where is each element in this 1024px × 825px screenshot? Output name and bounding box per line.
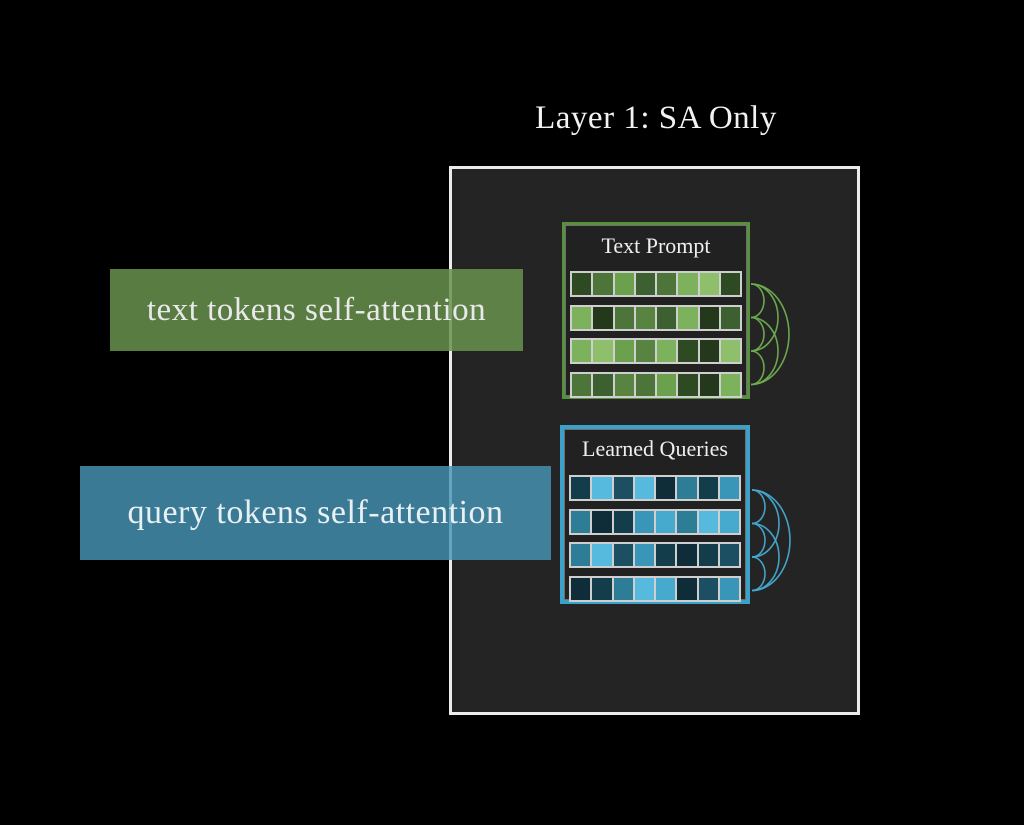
token-cell <box>572 373 592 396</box>
token-cell <box>678 373 698 396</box>
token-cell <box>698 577 718 600</box>
attention-arc <box>751 489 766 525</box>
token-cell <box>657 340 677 362</box>
attention-arc <box>750 283 765 319</box>
token-cell <box>634 477 654 499</box>
slide-title: Layer 1: SA Only <box>535 100 777 136</box>
token-cell <box>592 544 612 566</box>
token-cell <box>613 510 633 533</box>
token-cell <box>614 373 634 396</box>
query-self-attention-arcs <box>751 489 791 592</box>
token-cell <box>699 373 719 396</box>
token-row <box>569 508 741 535</box>
attention-arc <box>750 316 765 352</box>
token-cell <box>677 510 697 533</box>
token-cell <box>593 340 613 362</box>
token-cell <box>677 477 697 499</box>
token-cell <box>657 306 677 329</box>
token-cell <box>720 373 740 396</box>
token-row <box>569 575 741 602</box>
token-cell <box>614 340 634 362</box>
token-cell <box>572 273 592 295</box>
token-cell <box>592 477 612 499</box>
token-cell <box>699 273 719 295</box>
token-cell <box>593 373 613 396</box>
token-cell <box>656 544 676 566</box>
token-cell <box>699 340 719 362</box>
token-cell <box>613 544 633 566</box>
attention-arc <box>751 556 766 592</box>
token-cell <box>657 273 677 295</box>
token-cell <box>656 510 676 533</box>
query-tokens-self-attention-label: query tokens self-attention <box>80 466 551 560</box>
token-cell <box>571 510 591 533</box>
token-cell <box>698 477 718 499</box>
token-cell <box>720 273 740 295</box>
token-cell <box>678 340 698 362</box>
token-cell <box>699 306 719 329</box>
token-row <box>570 338 742 364</box>
token-cell <box>614 306 634 329</box>
learned-queries-box-title: Learned Queries <box>582 436 728 461</box>
token-row <box>570 271 742 297</box>
token-cell <box>657 373 677 396</box>
token-cell <box>593 273 613 295</box>
learned-queries-box: Learned Queries <box>560 425 750 604</box>
token-cell <box>635 373 655 396</box>
token-cell <box>719 510 739 533</box>
token-cell <box>719 544 739 566</box>
token-row <box>570 304 742 331</box>
token-cell <box>572 306 592 329</box>
token-cell <box>614 273 634 295</box>
token-cell <box>634 544 654 566</box>
token-cell <box>635 306 655 329</box>
token-cell <box>592 510 612 533</box>
token-row <box>569 475 741 501</box>
text-tokens-self-attention-label-text: text tokens self-attention <box>146 291 487 328</box>
text-tokens-self-attention-label: text tokens self-attention <box>110 269 523 351</box>
token-cell <box>720 340 740 362</box>
token-cell <box>698 544 718 566</box>
learned-queries-token-rows <box>564 475 746 602</box>
token-row <box>570 371 742 398</box>
token-cell <box>678 306 698 329</box>
token-cell <box>635 273 655 295</box>
token-cell <box>677 577 697 600</box>
attention-arc <box>750 283 790 386</box>
token-cell <box>656 477 676 499</box>
attention-arc <box>751 522 766 558</box>
token-cell <box>592 577 612 600</box>
attention-arc <box>750 350 765 386</box>
text-prompt-token-rows <box>565 271 747 398</box>
attention-arc <box>750 283 779 352</box>
attention-arc <box>751 522 780 592</box>
token-cell <box>677 544 697 566</box>
token-cell <box>613 577 633 600</box>
token-cell <box>634 510 654 533</box>
token-cell <box>571 577 591 600</box>
token-cell <box>635 340 655 362</box>
token-cell <box>613 477 633 499</box>
token-cell <box>698 510 718 533</box>
token-cell <box>571 477 591 499</box>
token-row <box>569 542 741 568</box>
token-cell <box>571 544 591 566</box>
token-cell <box>719 477 739 499</box>
token-cell <box>719 577 739 600</box>
text-prompt-box: Text Prompt <box>562 222 750 399</box>
query-tokens-self-attention-label-text: query tokens self-attention <box>127 494 504 531</box>
token-cell <box>593 306 613 329</box>
attention-arc <box>750 316 779 386</box>
attention-arc <box>751 489 780 558</box>
attention-arc <box>751 489 791 592</box>
token-cell <box>678 273 698 295</box>
text-prompt-box-title: Text Prompt <box>601 233 711 258</box>
token-cell <box>634 577 654 600</box>
token-cell <box>572 340 592 362</box>
token-cell <box>656 577 676 600</box>
text-self-attention-arcs <box>750 283 790 386</box>
token-cell <box>720 306 740 329</box>
